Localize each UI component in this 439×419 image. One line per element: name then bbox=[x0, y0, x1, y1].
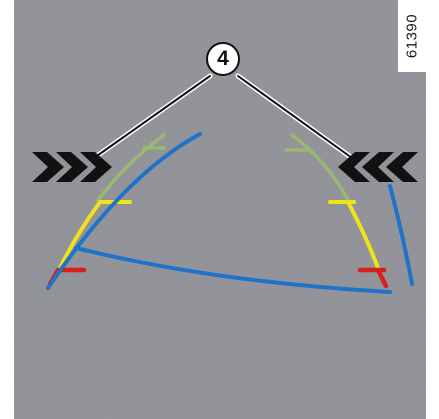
trajectory-blue-inner bbox=[74, 246, 392, 294]
guide-lines-yellow bbox=[58, 200, 380, 270]
callout-marker-4: 4 bbox=[206, 42, 240, 76]
figure-reference-code-text: 61390 bbox=[403, 13, 421, 59]
chevron-left-icon-1 bbox=[386, 152, 418, 182]
chevron-right-icon-1 bbox=[32, 152, 64, 182]
guide-yellow-right bbox=[346, 200, 380, 270]
guide-green-left bbox=[96, 133, 166, 202]
chevron-right-icon-3 bbox=[80, 152, 112, 182]
trajectory-blue-right bbox=[388, 184, 414, 286]
chevron-left-icon-2 bbox=[362, 152, 394, 182]
chevron-right-icon-2 bbox=[56, 152, 88, 182]
figure-reference-code: 61390 bbox=[398, 0, 426, 72]
leader-line-left bbox=[93, 75, 211, 159]
guide-lines-green bbox=[96, 133, 350, 202]
guide-red-right bbox=[375, 267, 389, 289]
trajectory-blue-outer bbox=[46, 132, 202, 290]
chevron-right-icon bbox=[32, 152, 112, 182]
guide-yellow-left bbox=[58, 200, 102, 270]
guide-green-right bbox=[290, 133, 350, 202]
chevron-left-icon-3 bbox=[338, 152, 370, 182]
chevron-left-icon bbox=[338, 152, 418, 182]
leader-line-right bbox=[237, 75, 353, 159]
trajectory-lines-blue bbox=[46, 132, 414, 294]
